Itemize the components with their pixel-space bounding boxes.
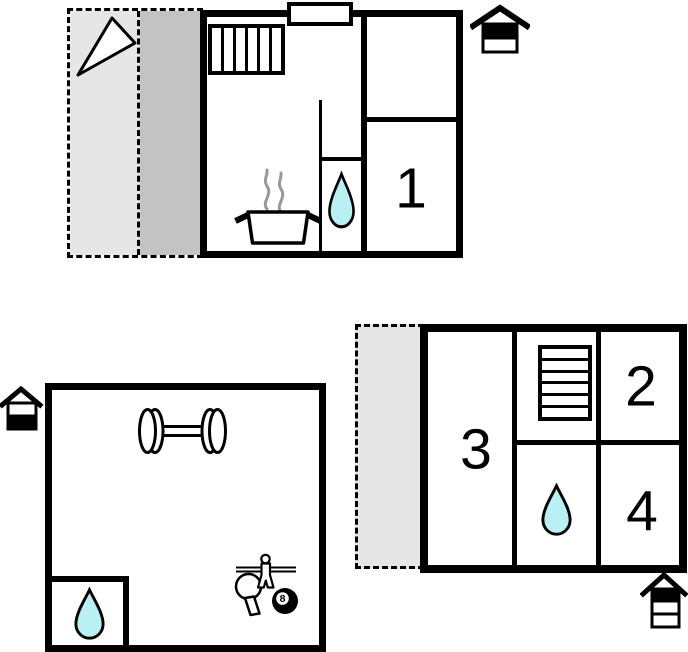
terrace-light-zone bbox=[70, 11, 140, 255]
interior-wall bbox=[322, 157, 361, 161]
room-label: 2 bbox=[625, 354, 657, 419]
stove-icon bbox=[234, 168, 322, 245]
annex-floor-plan: 2 3 4 bbox=[420, 324, 687, 573]
parasol-icon bbox=[76, 16, 137, 77]
room-label: 1 bbox=[395, 156, 427, 221]
games-icons: 8 bbox=[234, 553, 298, 617]
terrace-area-annex bbox=[355, 324, 424, 569]
room-label: 3 bbox=[460, 417, 492, 482]
stairs-icon bbox=[208, 24, 285, 75]
billiard-ball-icon: 8 bbox=[272, 588, 298, 614]
house-level-icon-basement bbox=[0, 385, 44, 431]
water-drop-icon bbox=[74, 587, 105, 640]
room-label: 4 bbox=[626, 479, 658, 544]
interior-wall bbox=[319, 100, 322, 251]
house-level-icon-annex bbox=[640, 571, 688, 629]
interior-wall bbox=[596, 332, 601, 565]
table-tennis-icon bbox=[234, 572, 263, 617]
interior-wall bbox=[123, 576, 129, 645]
billiard-ball-number: 8 bbox=[280, 593, 286, 605]
upper-floor-plan: 1 bbox=[200, 10, 463, 258]
interior-wall bbox=[367, 117, 456, 122]
water-drop-icon bbox=[328, 171, 355, 229]
ladder-icon bbox=[538, 345, 592, 421]
terrace-area-upper bbox=[67, 8, 203, 258]
basement-floor-plan: 8 bbox=[45, 383, 326, 652]
interior-wall bbox=[361, 17, 367, 251]
water-drop-icon bbox=[541, 483, 572, 536]
entrance bbox=[287, 2, 353, 26]
foosball-player-icon bbox=[256, 553, 275, 589]
interior-wall bbox=[512, 440, 679, 445]
dumbbell-icon bbox=[138, 408, 227, 454]
terrace-dark-zone bbox=[140, 11, 203, 255]
interior-wall bbox=[52, 576, 129, 582]
interior-wall bbox=[512, 332, 517, 565]
house-level-icon-upper bbox=[470, 4, 530, 54]
